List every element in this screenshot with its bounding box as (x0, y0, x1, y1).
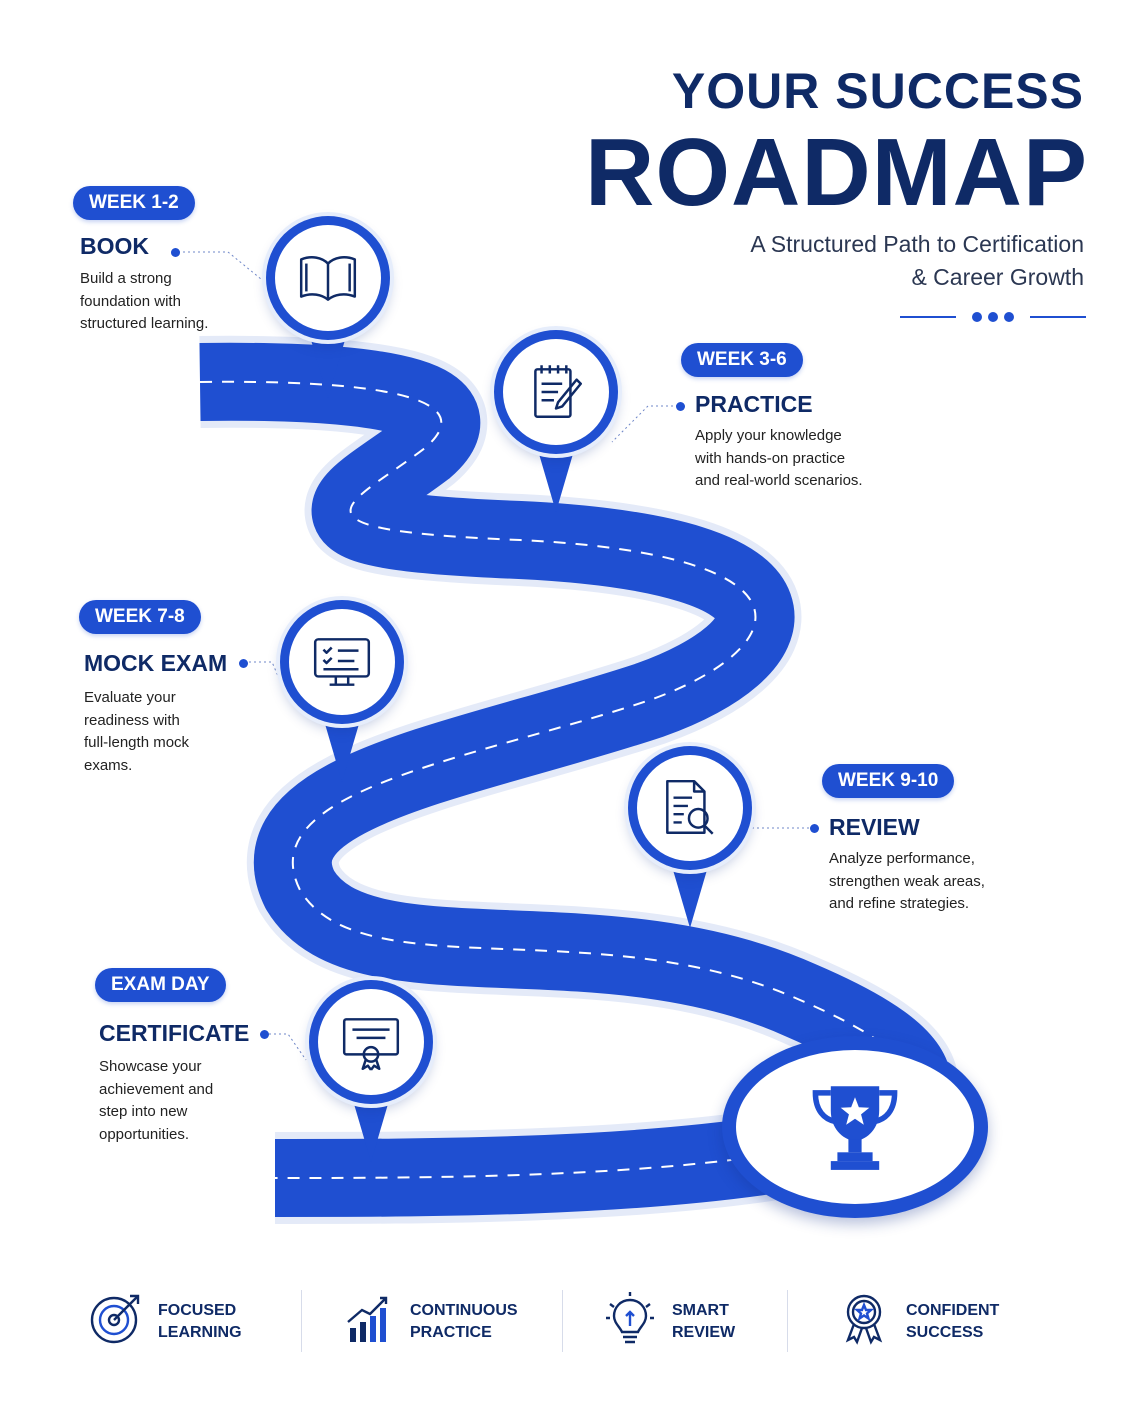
step-5-dot (260, 1030, 269, 1039)
step-4-pin (628, 746, 752, 936)
target-icon (90, 1294, 140, 1344)
title-line-1: YOUR SUCCESS (671, 63, 1084, 119)
step-2-dot (676, 402, 685, 411)
step-3-dot (239, 659, 248, 668)
goal-trophy-marker (722, 1036, 988, 1218)
step-5-title: CERTIFICATE (99, 1020, 250, 1046)
subtitle-line-1: A Structured Path to Certification (750, 231, 1084, 257)
step-3-title: MOCK EXAM (84, 650, 228, 676)
step-4-dot (810, 824, 819, 833)
trophy-star-icon (812, 1086, 898, 1170)
step-2-pin (494, 330, 618, 520)
step-2-title: PRACTICE (695, 391, 813, 417)
growth-chart-icon (347, 1296, 388, 1342)
award-badge-icon (845, 1294, 883, 1345)
step-2-badge: WEEK 3-6 (681, 343, 803, 377)
step-1-dot (171, 248, 180, 257)
subtitle: A Structured Path to Certification & Car… (664, 228, 1084, 294)
step-1-title: BOOK (80, 233, 149, 259)
step-4-title: REVIEW (829, 814, 920, 840)
document-search-icon (666, 779, 714, 835)
title-ornament (900, 306, 1086, 328)
lightbulb-icon (606, 1292, 654, 1344)
title-line-2: ROADMAP (585, 119, 1088, 226)
book-icon (299, 256, 357, 301)
step-3-badge: WEEK 7-8 (79, 600, 201, 634)
step-4-desc: Analyze performance,strengthen weak area… (829, 850, 985, 912)
notepad-pencil-icon (534, 365, 582, 418)
certificate-icon (342, 1018, 400, 1071)
subtitle-line-2: & Career Growth (911, 264, 1084, 290)
footer-divider (301, 1290, 302, 1352)
step-5-badge: EXAM DAY (95, 968, 226, 1002)
monitor-checklist-icon (313, 638, 371, 686)
step-4-badge: WEEK 9-10 (822, 764, 955, 798)
step-3-pin (280, 600, 404, 790)
step-1-pin (266, 216, 390, 406)
footer-divider (562, 1290, 563, 1352)
step-5-pin (309, 980, 433, 1170)
step-1-badge: WEEK 1-2 (73, 186, 195, 220)
footer-divider (787, 1290, 788, 1352)
